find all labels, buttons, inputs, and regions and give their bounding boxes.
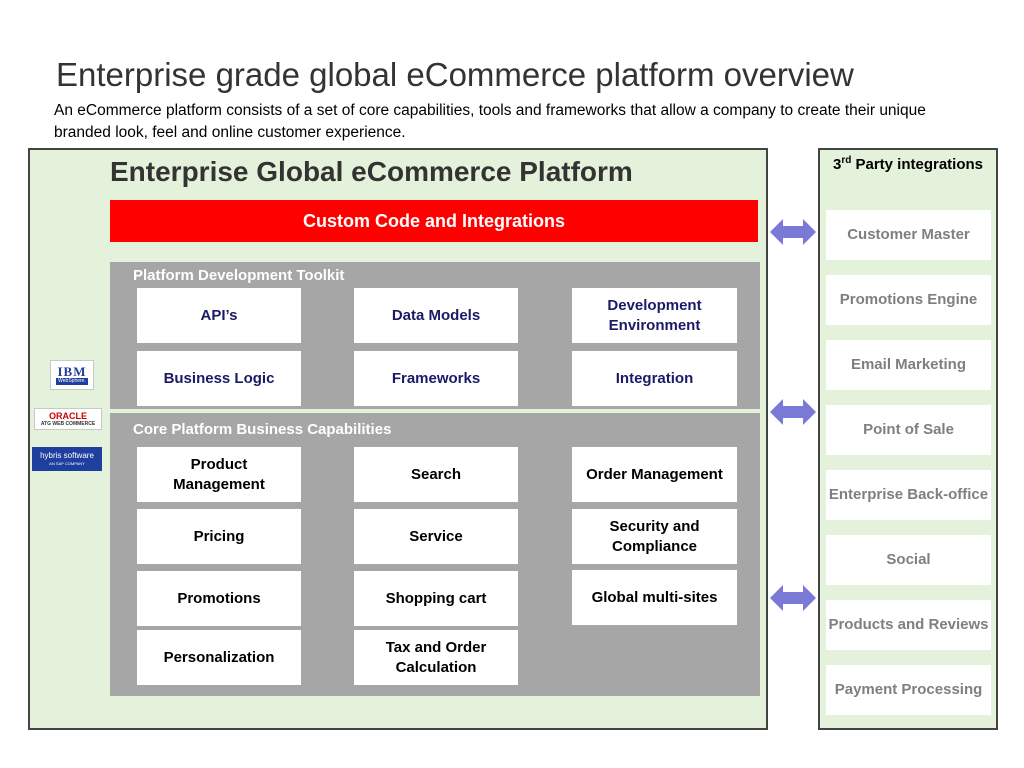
core-box-search: Search [354,447,518,502]
toolkit-box-development-environment: Development Environment [572,288,737,343]
integration-enterprise-back-office: Enterprise Back-office [826,470,991,520]
core-box-pricing: Pricing [137,509,301,564]
double-headed-arrow-icon [770,585,816,611]
core-capabilities-label: Core Platform Business Capabilities [133,421,392,438]
page-subtitle: An eCommerce platform consists of a set … [54,102,926,141]
core-box-tax-and-order-calculation: Tax and Order Calculation [354,630,518,685]
integration-point-of-sale: Point of Sale [826,405,991,455]
double-headed-arrow-icon [770,219,816,245]
integration-products-and-reviews: Products and Reviews [826,600,991,650]
platform-heading: Enterprise Global eCommerce Platform [110,156,633,187]
toolkit-box-integration: Integration [572,351,737,406]
core-box-promotions: Promotions [137,571,301,626]
core-box-order-management: Order Management [572,447,737,502]
integration-email-marketing: Email Marketing [826,340,991,390]
ibm-logo-text: IBM [57,364,87,379]
core-box-product-management: Product Management [137,447,301,502]
double-headed-arrow-icon [770,399,816,425]
core-box-personalization: Personalization [137,630,301,685]
oracle-logo-text: ORACLE [49,410,87,421]
toolkit-box-data-models: Data Models [354,288,518,343]
integration-payment-processing: Payment Processing [826,665,991,715]
page-title: Enterprise grade global eCommerce platfo… [56,56,854,93]
third-party-heading: 3rd Party integrations [820,154,996,175]
core-box-shopping-cart: Shopping cart [354,571,518,626]
heading-superscript: rd [841,155,852,166]
oracle-logo-subtext: ATG WEB COMMERCE [40,420,96,427]
ibm-logo-subtext: WebSphere. [56,378,88,385]
toolkit-box-frameworks: Frameworks [354,351,518,406]
hybris-logo: hybris software AN SAP COMPANY [32,447,102,471]
integration-promotions-engine: Promotions Engine [826,275,991,325]
toolkit-label: Platform Development Toolkit [133,267,345,284]
custom-code-bar: Custom Code and Integrations [110,200,758,242]
integration-social: Social [826,535,991,585]
core-box-global-multi-sites: Global multi-sites [572,570,737,625]
ibm-websphere-logo: IBM WebSphere. [50,360,94,390]
heading-text: Party integrations [851,156,984,173]
integration-customer-master: Customer Master [826,210,991,260]
toolkit-box-apis: API’s [137,288,301,343]
toolkit-box-business-logic: Business Logic [137,351,301,406]
core-box-security-and-compliance: Security and Compliance [572,509,737,564]
oracle-atg-logo: ORACLE ATG WEB COMMERCE [34,408,102,430]
core-box-service: Service [354,509,518,564]
hybris-logo-text: hybris software [40,451,94,460]
heading-number: 3 [832,156,842,173]
hybris-logo-subtext: AN SAP COMPANY [49,461,85,466]
